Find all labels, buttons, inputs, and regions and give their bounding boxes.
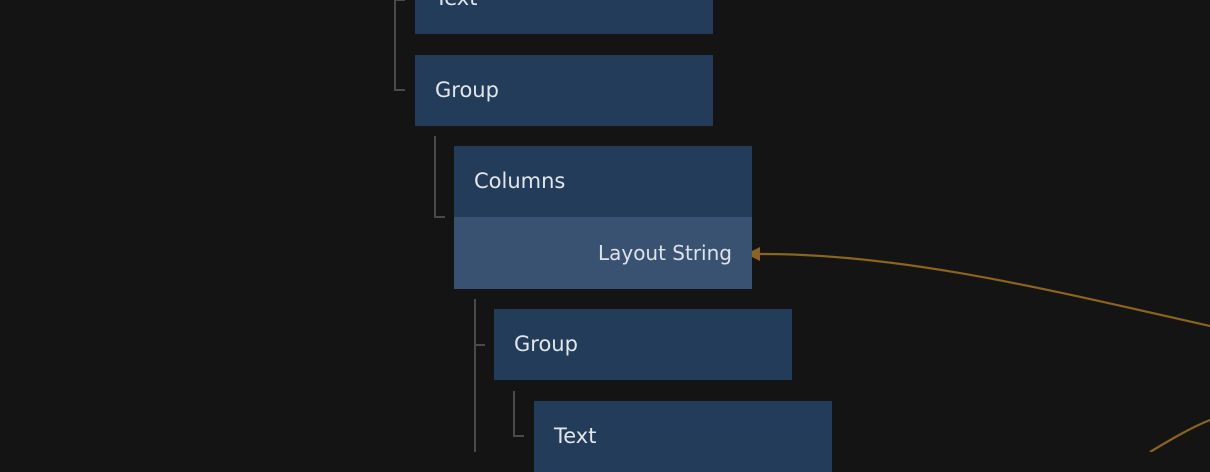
wire-secondary[interactable] bbox=[1149, 418, 1210, 452]
node-text[interactable]: Text bbox=[534, 401, 832, 472]
node-group[interactable]: Group bbox=[415, 55, 713, 126]
node-title: Group bbox=[514, 332, 578, 356]
connections-layer bbox=[394, 0, 1210, 452]
tree-line bbox=[434, 136, 445, 218]
tree-line bbox=[513, 391, 524, 437]
wire-arrow-icon bbox=[746, 247, 760, 261]
node-columns[interactable]: Columns Layout String bbox=[454, 146, 752, 289]
node-title: Text bbox=[554, 424, 597, 448]
tree-line bbox=[474, 299, 485, 452]
node-text[interactable]: Text bbox=[415, 0, 713, 34]
node-title: Columns bbox=[474, 169, 566, 193]
input-port-layout-string[interactable]: Layout String bbox=[454, 217, 752, 289]
node-title: Text bbox=[415, 0, 713, 34]
node-title: Group bbox=[435, 78, 499, 102]
wire-layout-string[interactable] bbox=[757, 252, 1210, 328]
node-group[interactable]: Group bbox=[494, 309, 792, 380]
tree-line bbox=[394, 0, 405, 91]
